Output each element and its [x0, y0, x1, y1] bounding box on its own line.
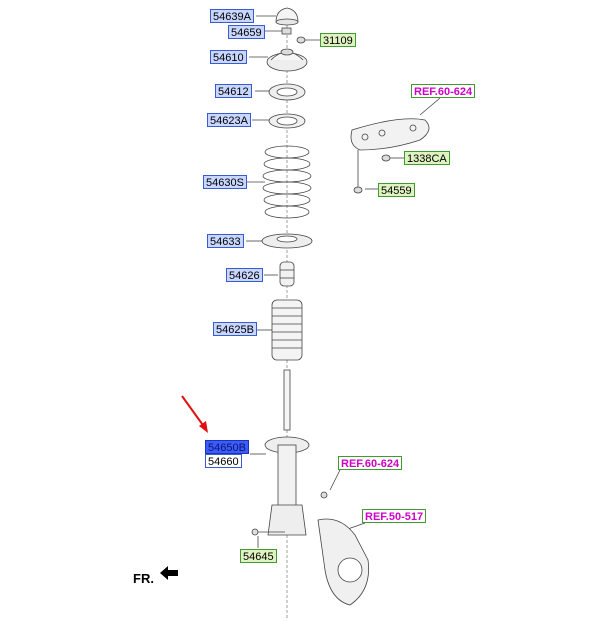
front-direction-arrow [160, 566, 178, 580]
part-label-54610[interactable]: 54610 [210, 50, 247, 64]
ref-label-60-624-mid[interactable]: REF.60-624 [338, 456, 403, 470]
part-label-54659[interactable]: 54659 [228, 25, 265, 39]
front-direction-label: FR. [133, 571, 154, 586]
pointer-arrow [181, 395, 208, 433]
part-label-54650B-selected[interactable]: 54650B [205, 440, 249, 454]
part-label-1338CA[interactable]: 1338CA [404, 151, 450, 165]
part-label-54559[interactable]: 54559 [378, 183, 415, 197]
part-label-54660[interactable]: 54660 [205, 454, 242, 468]
ref-label-50-517[interactable]: REF.50-517 [362, 509, 427, 523]
part-label-54626[interactable]: 54626 [226, 268, 263, 282]
part-label-54645[interactable]: 54645 [240, 549, 277, 563]
part-label-54612[interactable]: 54612 [215, 84, 252, 98]
part-label-54630S[interactable]: 54630S [203, 175, 247, 189]
part-label-31109[interactable]: 31109 [320, 33, 356, 47]
part-label-54623A[interactable]: 54623A [207, 113, 251, 127]
part-label-54639A[interactable]: 54639A [210, 9, 254, 23]
ref-label-60-624-top[interactable]: REF.60-624 [411, 84, 476, 98]
part-label-54625B[interactable]: 54625B [213, 322, 257, 336]
part-label-54633[interactable]: 54633 [207, 234, 244, 248]
